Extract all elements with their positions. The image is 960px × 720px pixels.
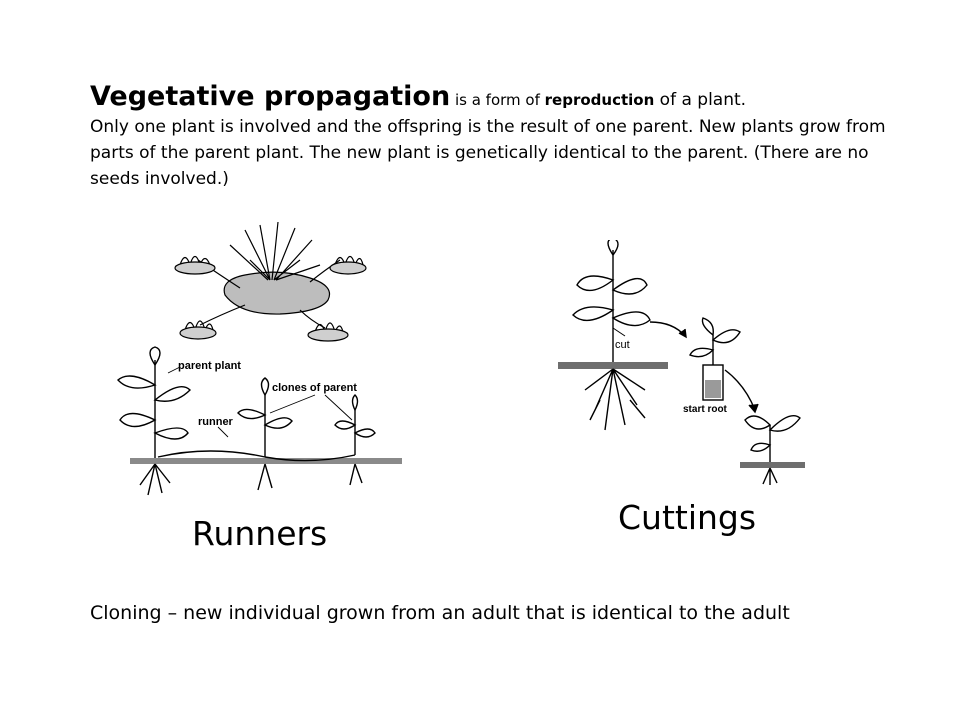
- cuttings-illustration: cut start root: [558, 240, 805, 485]
- intro-post: of a plant.: [654, 90, 747, 110]
- runners-caption: Runners: [192, 514, 328, 553]
- term-heading: Vegetative propagation: [90, 81, 451, 112]
- intro-bold-word: reproduction: [544, 91, 655, 109]
- label-cut: cut: [615, 339, 630, 351]
- label-parent-plant: parent plant: [178, 360, 241, 372]
- cloning-definition: Cloning – new individual grown from an a…: [90, 602, 790, 624]
- runners-aerial-illustration: [174, 221, 367, 342]
- cuttings-caption: Cuttings: [618, 498, 757, 537]
- intro-pre: is a form of: [450, 91, 545, 109]
- intro-body: Only one plant is involved and the offsp…: [90, 117, 886, 189]
- label-clones-of-parent: clones of parent: [272, 382, 357, 394]
- label-start-root: start root: [683, 404, 728, 415]
- intro-paragraph: Vegetative propagation is a form of repr…: [90, 80, 890, 192]
- label-runner: runner: [198, 416, 234, 428]
- runners-side-illustration: parent plant clones of parent runner: [116, 346, 402, 496]
